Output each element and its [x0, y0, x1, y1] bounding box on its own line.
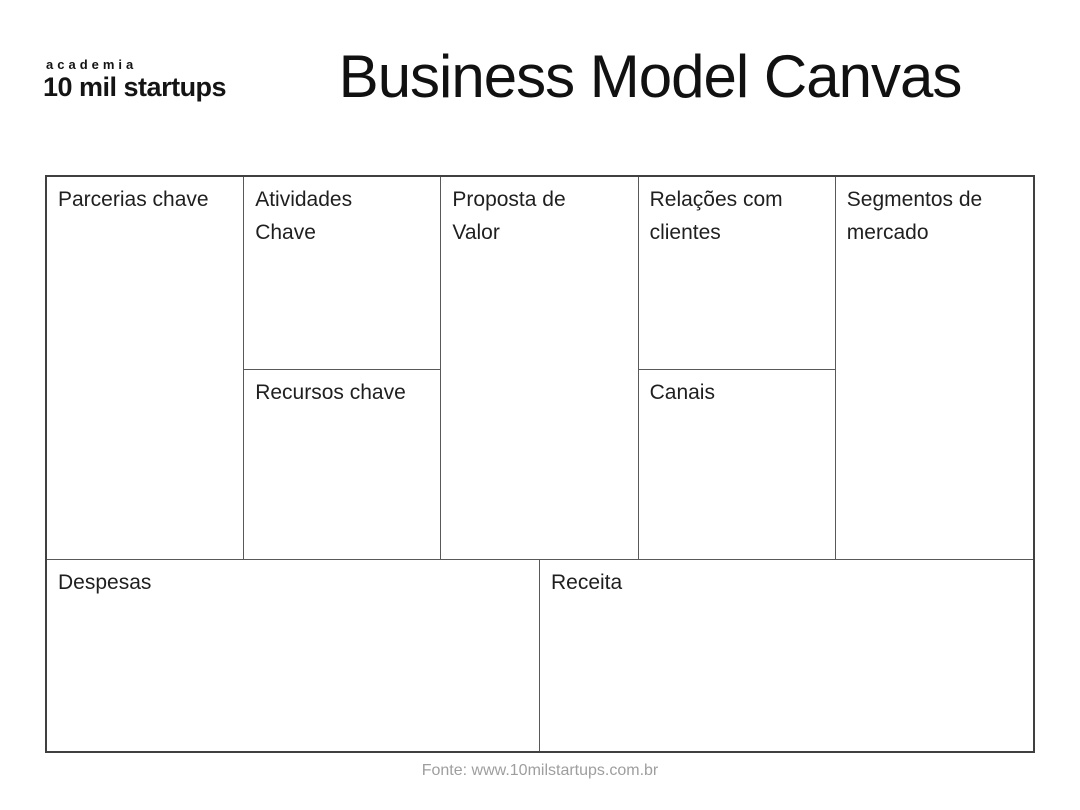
cell-relacoes-com-clientes: Relações com clientes [638, 177, 836, 370]
cell-atividades-chave: Atividades Chave [244, 177, 442, 370]
cell-parcerias-chave: Parcerias chave [47, 177, 245, 561]
cell-segmentos-de-mercado: Segmentos de mercado [835, 177, 1033, 561]
cell-despesas: Despesas [47, 560, 540, 751]
cell-label-canais: Canais [649, 380, 715, 404]
cell-proposta-de-valor: Proposta de Valor [441, 177, 639, 561]
cell-label-despesas: Despesas [58, 571, 152, 595]
cell-label-relacoes-com-clientes: Relações com clientes [649, 188, 783, 244]
cell-label-atividades-chave: Atividades Chave [255, 188, 353, 244]
cell-canais: Canais [638, 369, 836, 561]
academia-10mil-startups-logo: academia 10 mil startups [43, 57, 227, 102]
logo-text-10mil-startups: 10 mil startups [43, 72, 227, 102]
cell-receita: Receita [540, 560, 1033, 751]
cell-label-recursos-chave: Recursos chave [255, 380, 406, 404]
cell-label-segmentos-de-mercado: Segmentos de mercado [846, 188, 983, 244]
business-model-canvas-grid: Parcerias chave Atividades Chave Propost… [45, 175, 1035, 753]
cell-label-receita: Receita [550, 571, 623, 595]
page-title: Business Model Canvas [338, 43, 963, 110]
footer-source-text: Fonte: www.10milstartups.com.br [421, 762, 659, 779]
cell-label-parcerias-chave: Parcerias chave [58, 188, 209, 211]
cell-recursos-chave: Recursos chave [244, 369, 442, 561]
logo-text-academia: academia [46, 57, 138, 72]
cell-label-proposta-de-valor: Proposta de Valor [452, 188, 566, 244]
